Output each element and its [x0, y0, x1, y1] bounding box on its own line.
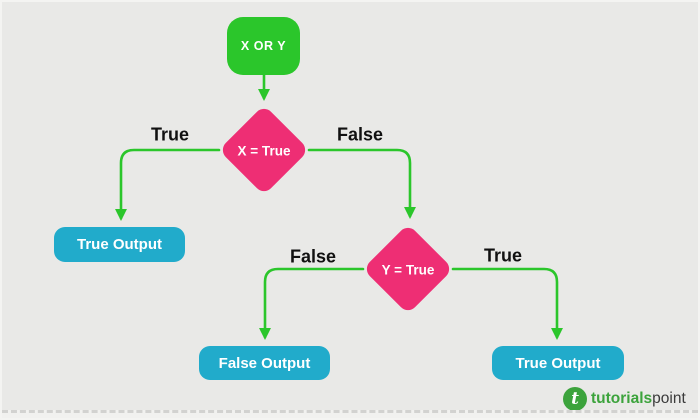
edge-d1-false-to-d2 — [307, 148, 416, 219]
edge-label-d2-false: False — [289, 246, 337, 267]
edge-d2-false-to-output — [259, 267, 365, 340]
edge-label-d1-true: True — [150, 124, 190, 145]
tutorialspoint-logo-icon: t — [563, 387, 587, 411]
node-output-true-left: True Output — [54, 227, 185, 262]
edge-label-d2-true: True — [483, 245, 523, 266]
edge-d2-true-to-output — [451, 267, 563, 340]
node-decision-y-true-label: Y = True — [381, 262, 435, 278]
logo-brand-bold: tutorials — [591, 390, 653, 407]
node-output-false-label: False Output — [218, 354, 311, 372]
tutorialspoint-logo: t tutorialspoint — [563, 387, 686, 411]
node-output-true-left-label: True Output — [77, 236, 162, 253]
logo-brand-light: point — [652, 390, 686, 407]
edge-label-d1-false: False — [336, 124, 384, 145]
node-output-true-right: True Output — [492, 346, 624, 380]
bottom-perforation-divider — [2, 410, 698, 418]
node-output-true-right-label: True Output — [515, 354, 601, 372]
node-output-false: False Output — [199, 346, 330, 380]
node-start-x-or-y: X OR Y — [227, 17, 300, 75]
edge-d1-true-to-output — [115, 148, 221, 221]
node-start-label: X OR Y — [240, 39, 287, 53]
tutorialspoint-logo-text: tutorialspoint — [591, 387, 686, 411]
node-decision-x-true-label: X = True — [237, 143, 291, 159]
